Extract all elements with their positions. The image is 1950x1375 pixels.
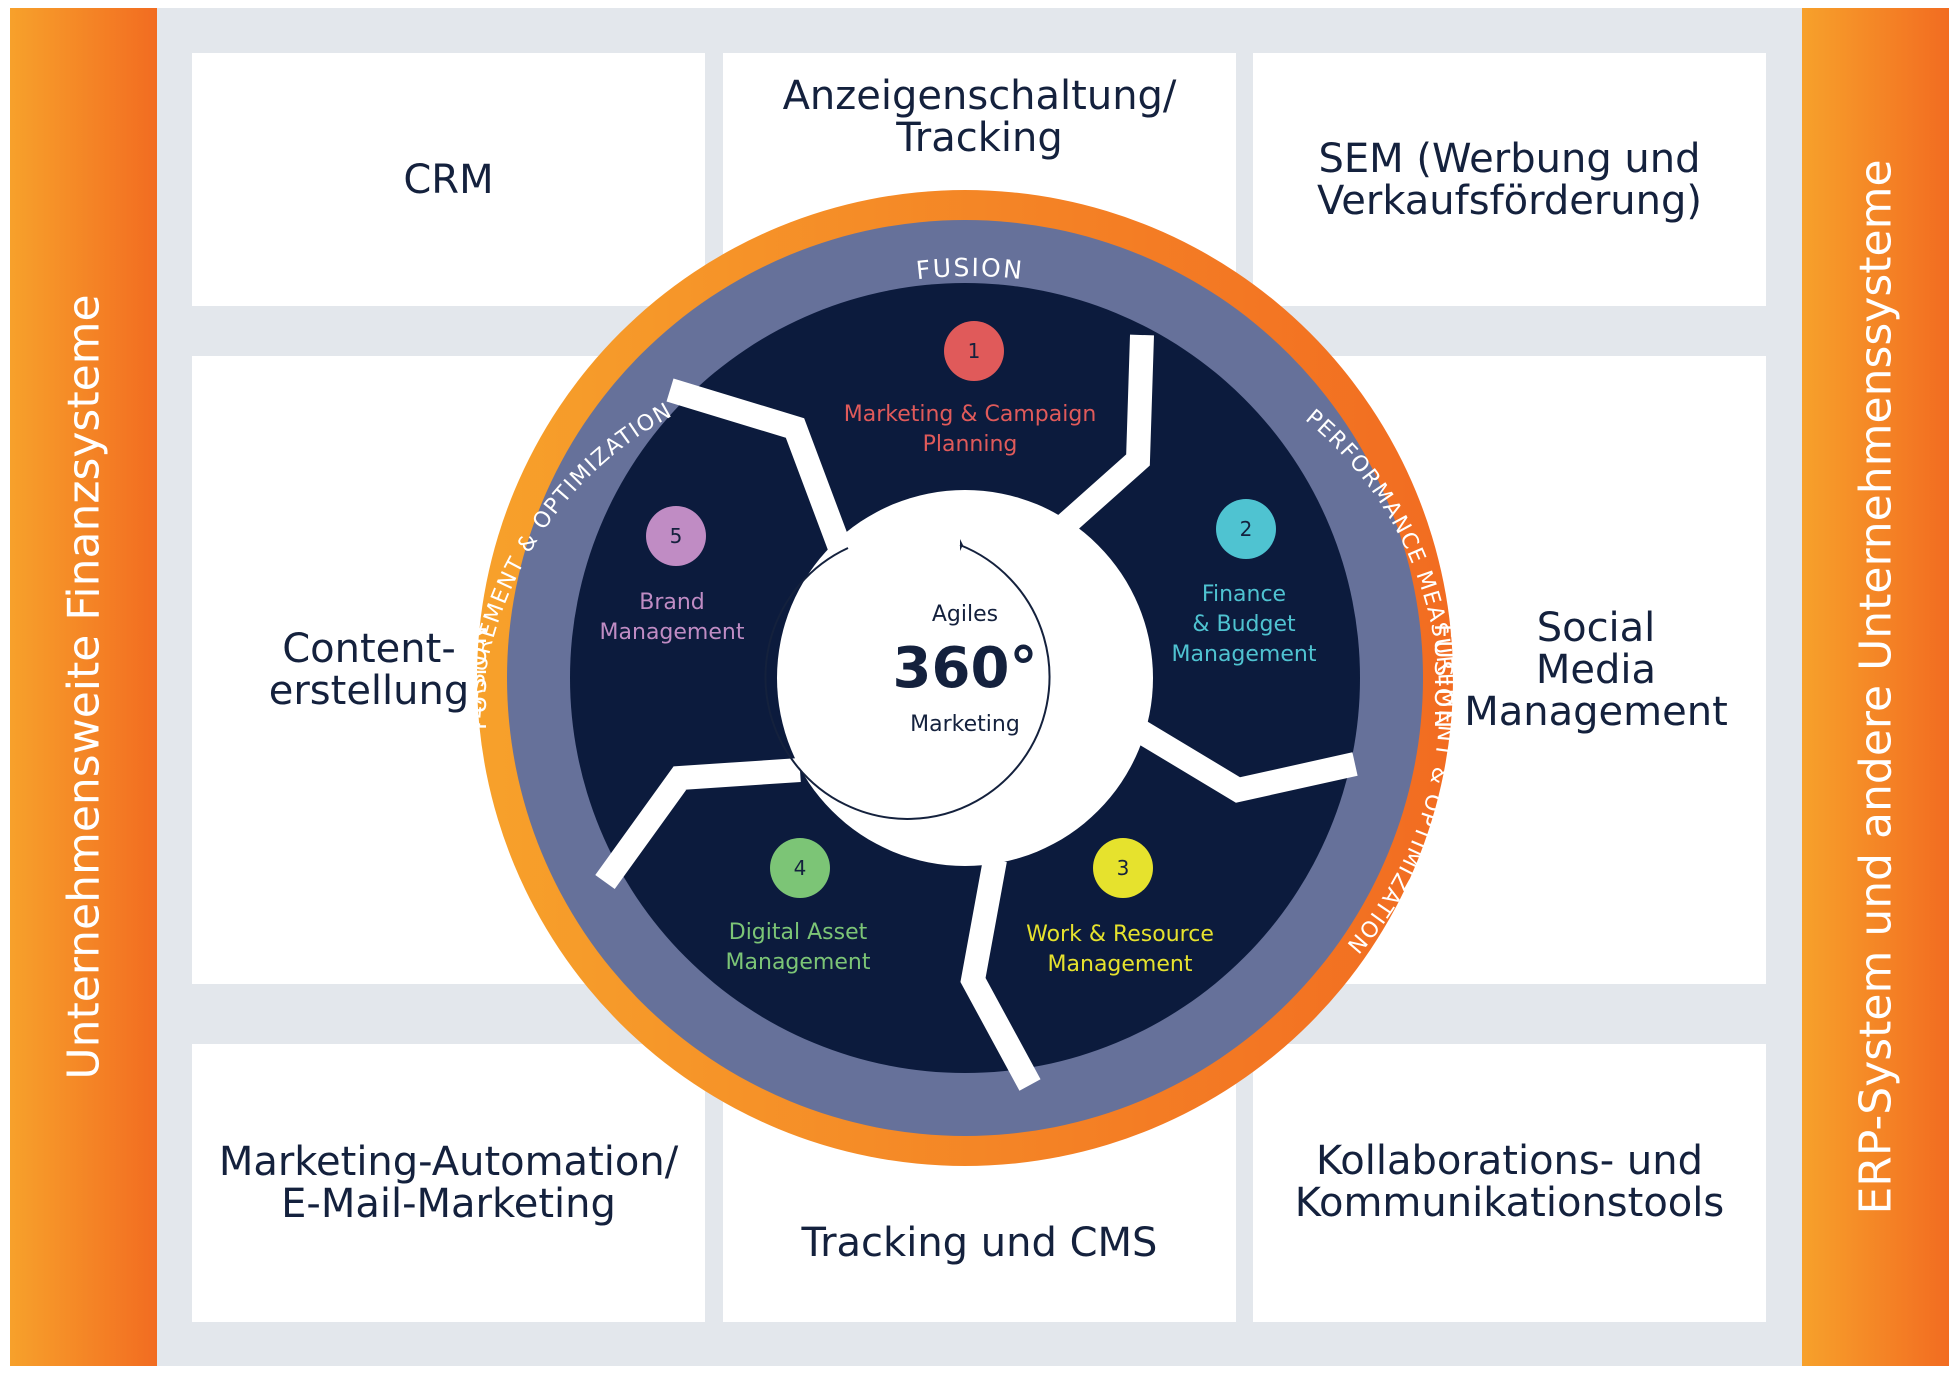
box-sem: SEM (Werbung und Verkaufsförderung) xyxy=(1253,53,1766,306)
segment-2-label-line1: Finance xyxy=(1202,582,1286,607)
divider-2-3 xyxy=(1118,711,1358,803)
segment-3-label-line2: Management xyxy=(1048,952,1193,977)
divider-5-1 xyxy=(666,378,852,553)
fusion-label-top: FUSION xyxy=(915,253,1026,285)
center-big-text: 360° xyxy=(893,636,1038,701)
segment-1-number: 1 xyxy=(968,339,981,363)
segment-3-badge xyxy=(1093,838,1153,898)
divider-3-4 xyxy=(960,857,1041,1091)
segment-4-badge xyxy=(770,838,830,898)
box-social-media-label: Social Media Management xyxy=(1464,605,1728,735)
segment-5-label-line2: Management xyxy=(600,620,745,645)
segment-4-label-line1: Digital Asset xyxy=(729,920,868,945)
box-anzeigenschaltung-label: Anzeigenschaltung/ Tracking xyxy=(782,73,1177,161)
center-circle xyxy=(777,490,1153,866)
divider-4-5 xyxy=(595,758,801,890)
segment-2-badge xyxy=(1216,499,1276,559)
fusion-label-left: FUSION xyxy=(463,624,492,730)
box-marketing-automation-label: Marketing-Automation/ E-Mail-Marketing xyxy=(218,1139,679,1227)
segment-3-number: 3 xyxy=(1117,856,1130,880)
center-bottom-text: Marketing xyxy=(910,712,1020,737)
box-tracking-cms-label: Tracking und CMS xyxy=(801,1220,1158,1266)
segment-2-label-line3: Management xyxy=(1172,642,1317,667)
box-kollaboration: Kollaborations- und Kommunikationstools xyxy=(1253,1044,1766,1322)
fusion-label-right: FUSION xyxy=(1429,624,1458,730)
box-kollaboration-label: Kollaborations- und Kommunikationstools xyxy=(1294,1138,1725,1226)
box-crm: CRM xyxy=(192,53,705,306)
segment-3-label-line1: Work & Resource xyxy=(1026,922,1214,947)
box-crm-label: CRM xyxy=(403,156,494,203)
segment-1-label-line2: Planning xyxy=(923,432,1018,457)
box-marketing-automation: Marketing-Automation/ E-Mail-Marketing xyxy=(192,1044,705,1322)
segment-5-number: 5 xyxy=(670,524,683,548)
segment-4-label-line2: Management xyxy=(726,950,871,975)
segment-5-label-line1: Brand xyxy=(639,590,705,615)
center-top-text: Agiles xyxy=(932,602,998,627)
segment-2-number: 2 xyxy=(1240,517,1253,541)
box-contenterstellung-label: Content- erstellung xyxy=(268,626,470,714)
left-side-bar: Unternehmensweite Finanzsysteme xyxy=(10,8,157,1366)
box-sem-label: SEM (Werbung und Verkaufsförderung) xyxy=(1317,135,1702,224)
segment-dividers xyxy=(595,334,1358,1091)
circular-arrow xyxy=(764,544,1051,820)
segment-2-label-line2: & Budget xyxy=(1192,612,1296,637)
segment-5-badge xyxy=(646,506,706,566)
divider-1-2 xyxy=(1057,334,1154,534)
right-side-bar: ERP-System und andere Unternehmenssystem… xyxy=(1802,8,1949,1366)
segment-1-label-line1: Marketing & Campaign xyxy=(844,402,1097,427)
arrow-head-icon xyxy=(960,539,963,551)
segment-1-badge xyxy=(944,321,1004,381)
segment-4-number: 4 xyxy=(794,856,807,880)
